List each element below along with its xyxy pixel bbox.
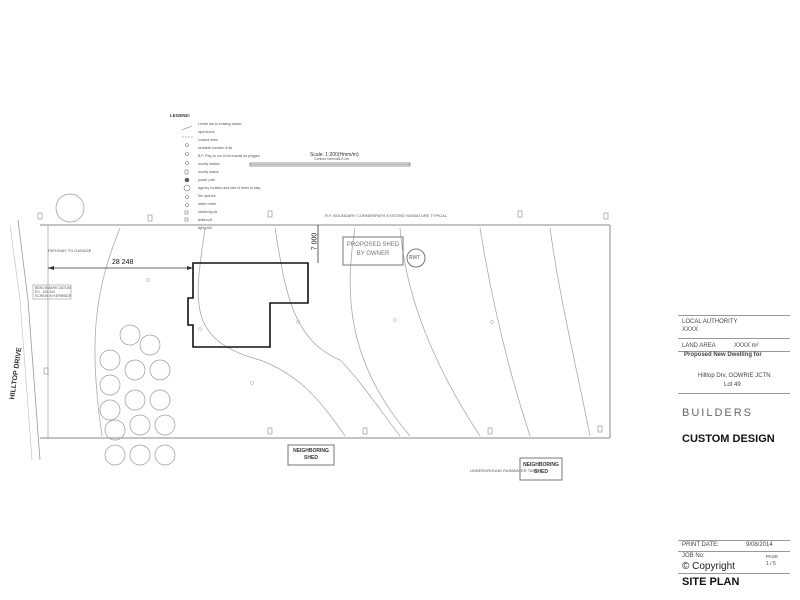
page-label: PAGE [766, 554, 779, 559]
legend-item: survey station [198, 162, 220, 166]
address-label: Hilltop Drv, GOWRIE JCTN [698, 373, 771, 379]
tree-icon [139, 334, 161, 356]
peg-icon [487, 427, 493, 435]
land-area-value: XXXX m² [734, 343, 759, 349]
contour-line [197, 227, 346, 437]
peg-icon [603, 212, 609, 220]
peg-icon [517, 210, 523, 218]
legend-items: Levels are to existing datum spot levels… [198, 120, 260, 232]
boundary-markers [37, 210, 609, 435]
tree-icon [99, 374, 121, 396]
legend-item: Levels are to existing datum [198, 122, 242, 126]
tree-icon [129, 444, 151, 466]
tree-icon [149, 389, 171, 411]
legend-item: contour lines [198, 138, 218, 142]
legend-title: LEGEND: [170, 113, 191, 118]
rainwater-tank-icon [406, 248, 426, 268]
boundary-note: R.F. BOUNDARY CORNER/PATH EXISTING SIGNA… [325, 213, 448, 218]
legend-item: fire hydrant [198, 194, 216, 198]
proposed-shed-label: PROPOSED SHED BY OWNER [346, 242, 400, 257]
scale-title: Scale: 1:200(Hmm/m) [310, 152, 359, 158]
datum-box [32, 284, 72, 300]
local-authority-value: XXXX [682, 327, 699, 333]
road-edge-2 [9, 224, 33, 461]
proposed-dwelling-outline [187, 262, 309, 348]
contour-line [94, 227, 121, 437]
peg-icon [362, 427, 368, 435]
peg-icon [597, 425, 603, 433]
legend-symbols [181, 125, 194, 222]
copyright-label: © Copyright [682, 561, 735, 572]
proposed-label: Proposed New Dwelling for [684, 352, 762, 358]
legend: LEGEND: [170, 113, 190, 118]
trees [55, 193, 176, 466]
legend-item: electricity pit [198, 210, 218, 214]
neighboring-shed-1 [287, 444, 335, 466]
tree-icon [124, 359, 146, 381]
page-value: 1 / 5 [766, 561, 776, 567]
tree-icon [149, 359, 171, 381]
pathway-label: PATHWAY TO GARAGE [48, 248, 92, 253]
land-area-label: LAND AREA [682, 343, 716, 349]
contour-line [349, 227, 411, 437]
underground-tank-label: UNDERGROUND RAINWATER TANK [470, 468, 539, 473]
peg-icon [37, 212, 43, 220]
legend-item: agency location and size of trees to sta… [198, 186, 261, 190]
job-no-label: JOB No: [682, 553, 705, 559]
tree-icon [55, 193, 85, 223]
legend-item: light pole [198, 226, 213, 230]
local-authority-label: LOCAL AUTHORITY [682, 319, 738, 325]
tree-icon [154, 444, 176, 466]
legend-item: B.P. Peg on crs if not exactly as pegged [198, 154, 260, 158]
site-plan-drawing [9, 125, 611, 481]
tree-icon [129, 414, 151, 436]
neighboring-shed-2 [519, 457, 563, 481]
title-block: LOCAL AUTHORITY XXXX LAND AREA XXXX m² P… [678, 315, 792, 600]
company-name: CUSTOM DESIGN [682, 433, 775, 445]
tree-icon [154, 414, 176, 436]
legend-item: telstra pit [198, 218, 213, 222]
contour-line [549, 227, 591, 437]
peg-icon [267, 427, 273, 435]
builders-label: BUILDERS [682, 407, 754, 419]
neighboring-shed-1-label: NEIGHBORING SHED [293, 448, 329, 461]
rwt-label: RWT [409, 255, 421, 261]
peg-icon [43, 367, 49, 375]
print-date-label: PRINT DATE: [682, 542, 719, 548]
neighboring-shed-2-label: NEIGHBORING SHED [523, 462, 559, 475]
peg-icon [267, 210, 273, 218]
lot-label: Lot 49 [724, 382, 741, 388]
datum-note: BENCHMARK DATUM R.L. 100.000 SCREW IN KE… [35, 286, 72, 298]
legend-item: kerbside location & fts [198, 146, 233, 150]
tree-icon [104, 419, 126, 441]
legend-item: power pole [198, 178, 216, 182]
tree-icon [99, 399, 121, 421]
sheet-title: SITE PLAN [682, 576, 740, 588]
legend-item: water meter [198, 202, 217, 206]
proposed-shed [342, 236, 404, 266]
tree-icon [119, 324, 141, 346]
contour-line [274, 227, 401, 437]
tree-icon [124, 389, 146, 411]
tree-icon [99, 349, 121, 371]
front-dimension-label: 28 248 [112, 259, 134, 266]
print-date-value: 9/08/2014 [746, 542, 773, 548]
scale-subtitle: Contour intervals 0.2m [314, 157, 350, 161]
tree-icon [104, 444, 126, 466]
contour-line [479, 227, 531, 437]
legend-item: spot levels [198, 130, 215, 134]
legend-item: survey datum [198, 170, 220, 174]
peg-icon [147, 214, 153, 222]
spot-levels [146, 278, 494, 385]
side-dimension-label: 7 000 [311, 232, 319, 251]
road-edge-1 [17, 219, 41, 461]
